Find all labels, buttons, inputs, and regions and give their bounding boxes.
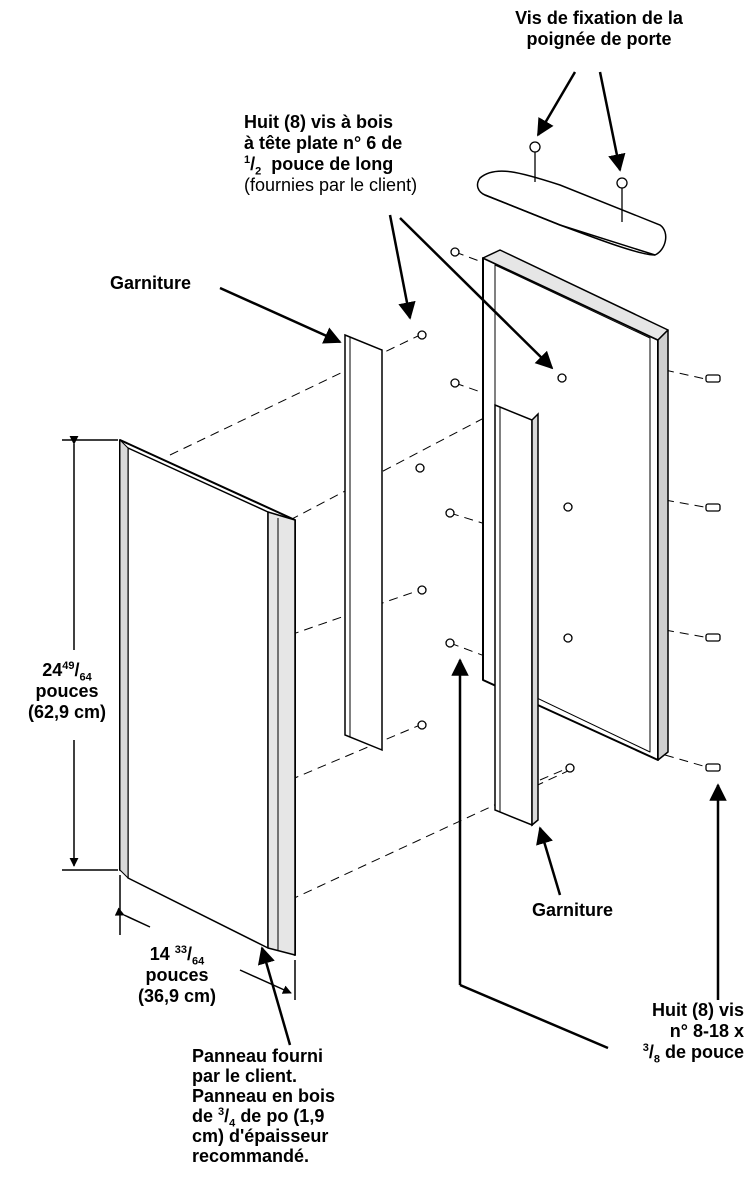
label-text: de [192,1106,214,1126]
label-line: 2449/64 [42,660,92,684]
label-wood-screws: Huit (8) vis à bois à tête plate n° 6 de… [244,112,417,196]
label-text: pouce de long [271,154,394,174]
label-machine-screws: Huit (8) vis n° 8-18 x 3/8 de pouce [592,1000,744,1066]
dim-whole: 24 [42,660,63,680]
fraction-numerator: 33 [174,944,188,956]
label-panel-note: Panneau fourni par le client. Panneau en… [192,1046,335,1166]
label-line: (62,9 cm) [27,702,107,722]
label-height-dimension: 2449/64 pouces (62,9 cm) [2,660,132,723]
label-line: pouces [145,965,209,985]
label-line: n° 8-18 x [669,1021,744,1041]
label-line: de 3/4 de po (1,9 [192,1106,325,1130]
left-trim [344,333,383,752]
label-text: de po (1,9 [240,1106,325,1126]
dim-whole: 14 [149,944,170,964]
width-dimension [114,875,296,1000]
label-line: 14 33/64 [149,944,205,968]
label-line: Huit (8) vis [651,1000,744,1020]
label-line: 3/8 de pouce [642,1042,744,1066]
label-line: (fournies par le client) [244,175,418,195]
height-dimension [62,435,118,871]
label-width-dimension: 14 33/64 pouces (36,9 cm) [122,944,232,1007]
label-line: poignée de porte [526,29,672,49]
label-line: Panneau fourni [192,1046,324,1066]
label-trim-left: Garniture [110,273,192,293]
fraction-denominator: 2 [255,165,262,178]
fraction-denominator: 4 [229,1117,236,1130]
right-trim [494,403,539,827]
label-line: recommandé. [192,1146,310,1166]
label-text: de pouce [664,1042,744,1062]
label-line: (36,9 cm) [137,986,217,1006]
label-line: à tête plate n° 6 de [244,133,403,153]
fraction-numerator: 3 [642,1042,649,1054]
screw-icons [415,141,721,773]
fraction-numerator: 49 [62,660,75,672]
fraction-denominator: 64 [79,671,92,684]
label-trim-bottom: Garniture [532,900,614,920]
label-line: Vis de fixation de la [515,8,683,28]
door-handle [476,170,667,256]
fraction-numerator: 3 [218,1106,225,1118]
label-line: par le client. [192,1066,298,1086]
fraction-denominator: 8 [653,1053,660,1066]
label-line: Panneau en bois [192,1086,336,1106]
label-line: pouces [35,681,99,701]
label-line: cm) d'épaisseur [192,1126,329,1146]
fraction-denominator: 64 [192,955,205,968]
leader-arrows [219,71,727,1050]
label-line: Huit (8) vis à bois [244,112,394,132]
fraction-numerator: 1 [244,154,251,166]
wood-panel [119,439,296,956]
label-door-handle-screws: Vis de fixation de la poignée de porte [468,8,730,50]
label-line: 1/2 pouce de long [244,154,394,178]
